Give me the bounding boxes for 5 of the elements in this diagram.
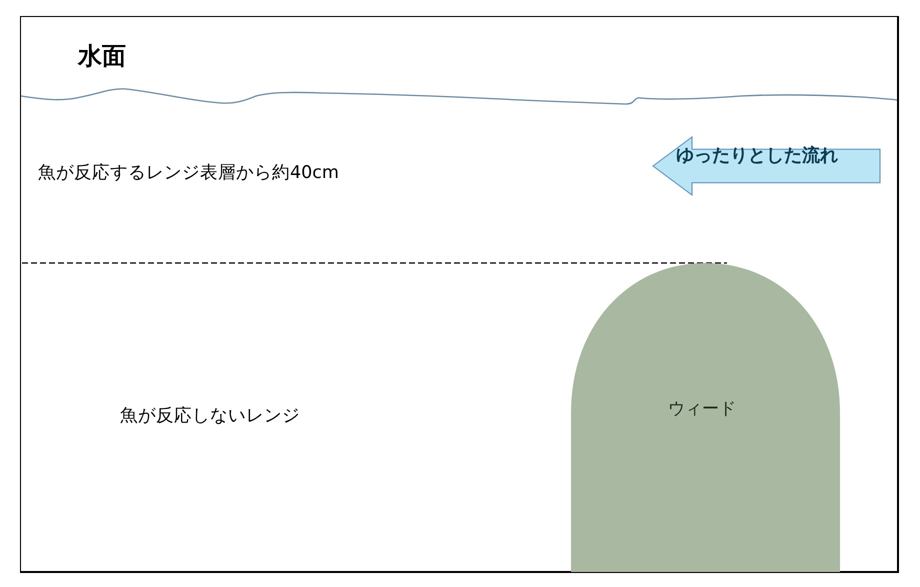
water-surface-label: 水面 (78, 41, 126, 72)
flow-label: ゆったりとした流れ (676, 144, 838, 167)
range-label: 魚が反応するレンジ表層から約40cm (38, 162, 339, 184)
range-label: 魚が反応しないレンジ (120, 405, 300, 427)
weed-label: ウィード (668, 398, 736, 420)
